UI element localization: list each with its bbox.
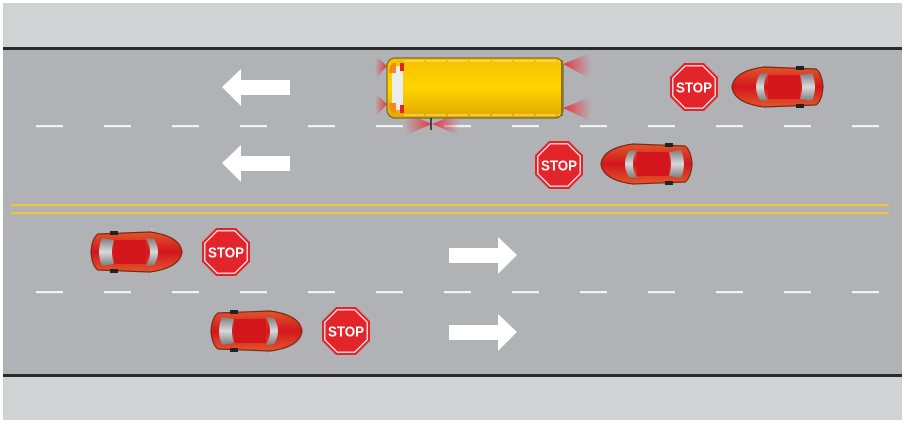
lane-dash [308, 125, 335, 128]
stop-sign-icon: STOP [535, 141, 583, 189]
flashing-light-icon [375, 55, 387, 80]
stop-sign-text: STOP [541, 158, 577, 175]
stop-sign-text: STOP [328, 324, 364, 341]
lane-dash [308, 291, 335, 294]
bottom-edge-line [3, 374, 902, 377]
lane-dash [36, 291, 63, 294]
stop-sign-text: STOP [208, 245, 244, 262]
lane-divider-bottom [36, 291, 879, 294]
stop-sign-text: STOP [676, 80, 712, 97]
lane-dash [512, 291, 539, 294]
top-edge-line [3, 47, 902, 50]
lane-dash [648, 125, 675, 128]
left-arrow-icon [222, 69, 290, 106]
left-arrow-icon [222, 145, 290, 182]
flashing-light-icon [563, 96, 592, 122]
lane-dash [852, 291, 879, 294]
center-line-1 [11, 204, 889, 207]
school-bus [375, 52, 592, 136]
lane-dash [648, 291, 675, 294]
lane-dash [784, 291, 811, 294]
top-shoulder [3, 3, 902, 47]
lane-dash [580, 125, 607, 128]
bottom-shoulder [3, 377, 902, 420]
windshield [392, 66, 403, 110]
lane-dash [784, 125, 811, 128]
right-arrow-icon [449, 237, 517, 274]
lane-dash [376, 125, 403, 128]
lane-dash [36, 125, 63, 128]
lane-dash [172, 291, 199, 294]
lane-dash [512, 125, 539, 128]
stop-sign-icon: STOP [322, 307, 370, 355]
lane-dash [172, 125, 199, 128]
lane-dash [716, 125, 743, 128]
flashing-light-icon [563, 52, 592, 80]
stop-sign-icon: STOP [670, 63, 718, 111]
lane-dash [580, 291, 607, 294]
lane-dash [716, 291, 743, 294]
lane-dash [240, 125, 267, 128]
lane-dash [104, 291, 131, 294]
lane-dash [240, 291, 267, 294]
lane-dash [852, 125, 879, 128]
right-arrow-icon [449, 314, 517, 351]
lane-dash [104, 125, 131, 128]
lane-dash [444, 291, 471, 294]
flashing-light-icon [375, 93, 387, 118]
center-line-2 [11, 212, 889, 215]
stop-sign-icon: STOP [202, 228, 250, 276]
lane-dash [376, 291, 403, 294]
